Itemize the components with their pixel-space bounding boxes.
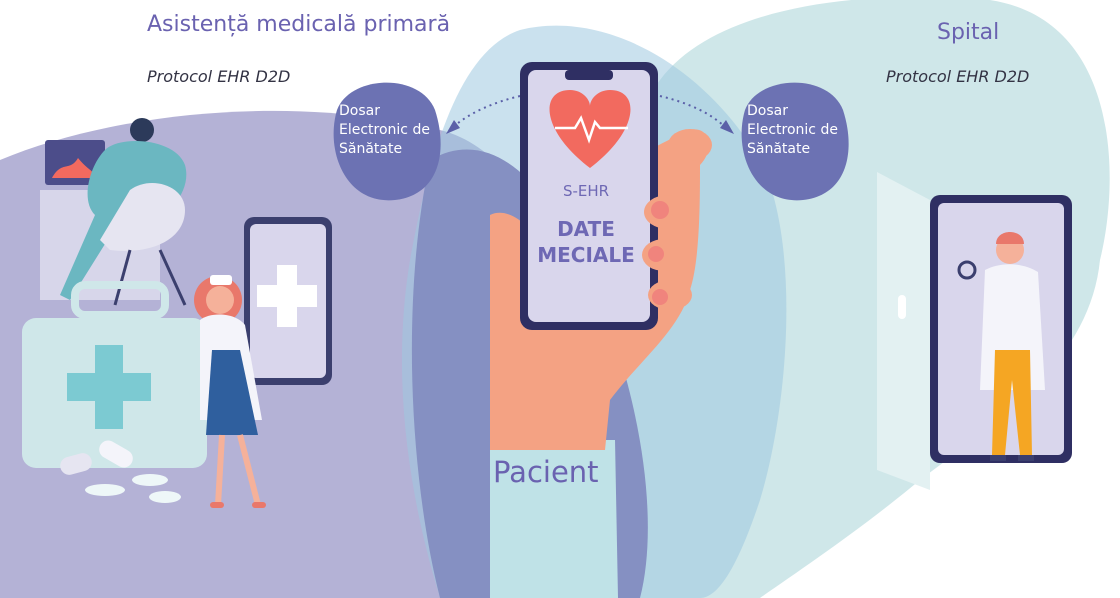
doctor-hair (996, 232, 1024, 244)
arrow-to-hospital (659, 95, 727, 129)
pill (149, 491, 181, 503)
nurse-dress (206, 350, 258, 435)
arrow-head-left (446, 120, 460, 134)
finger (668, 129, 712, 161)
record-bubble-right (741, 82, 849, 201)
pulse-line (555, 115, 628, 144)
heart-icon (549, 90, 631, 168)
pill (99, 440, 133, 468)
patient-label: Pacient (493, 455, 599, 489)
hospital-title: Spital (937, 20, 1000, 45)
arrow-to-primary-care (451, 95, 521, 129)
desk-doctor-body (60, 141, 187, 300)
patient-sleeve (490, 440, 618, 598)
data-label: DATE MECIALE (537, 217, 635, 267)
record-bubble-left (333, 82, 441, 201)
door-icon (877, 172, 930, 490)
nurse-cap (210, 275, 232, 285)
hospital-protocol: Protocol EHR D2D (886, 67, 1030, 86)
hospital-record-label: Dosar Electronic de Sănătate (747, 103, 838, 157)
nurse-head (206, 286, 234, 314)
medical-cross-icon (67, 345, 151, 429)
stethoscope-icon (957, 260, 977, 280)
medical-kit-handle (71, 281, 169, 319)
primary-care-record-label: Dosar Electronic de Sănătate (339, 103, 430, 157)
desk-doctor-head (130, 118, 154, 142)
arrow-head-right (720, 120, 734, 134)
desk-chair (100, 182, 185, 251)
primary-care-protocol: Protocol EHR D2D (147, 67, 291, 86)
doctor-pants (992, 350, 1032, 455)
primary-care-title: Asistență medicală primară (147, 12, 451, 37)
pill (60, 453, 92, 475)
pill (132, 474, 168, 486)
app-name: S-EHR (562, 182, 610, 200)
pill (85, 484, 125, 496)
monitor-chart (52, 158, 98, 178)
medical-cross-icon (257, 265, 317, 327)
